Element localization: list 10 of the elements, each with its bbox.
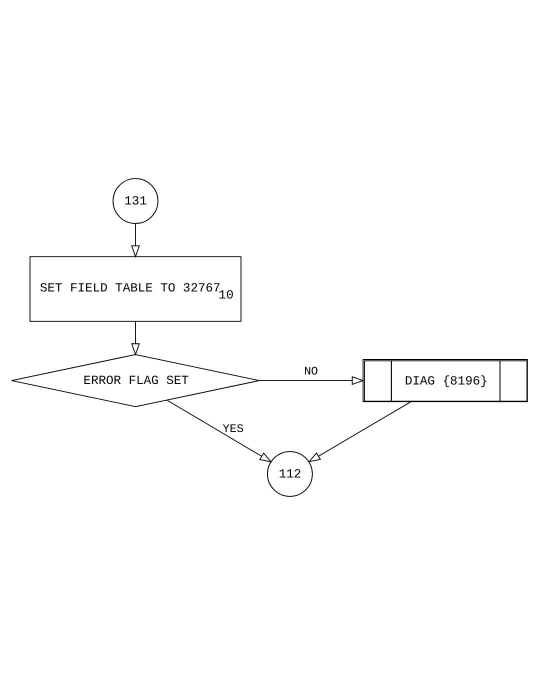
- edge-label: YES: [222, 422, 244, 436]
- node-circle: 112: [267, 451, 313, 497]
- node-diamond: ERROR FLAG SET: [11, 354, 260, 408]
- arrow: [308, 401, 412, 462]
- arrow: [131, 321, 140, 356]
- arrow: [259, 376, 364, 385]
- arrow: [131, 223, 140, 258]
- node-circle: 131: [112, 178, 158, 224]
- edge-label: NO: [304, 364, 318, 379]
- arrow: [166, 400, 272, 463]
